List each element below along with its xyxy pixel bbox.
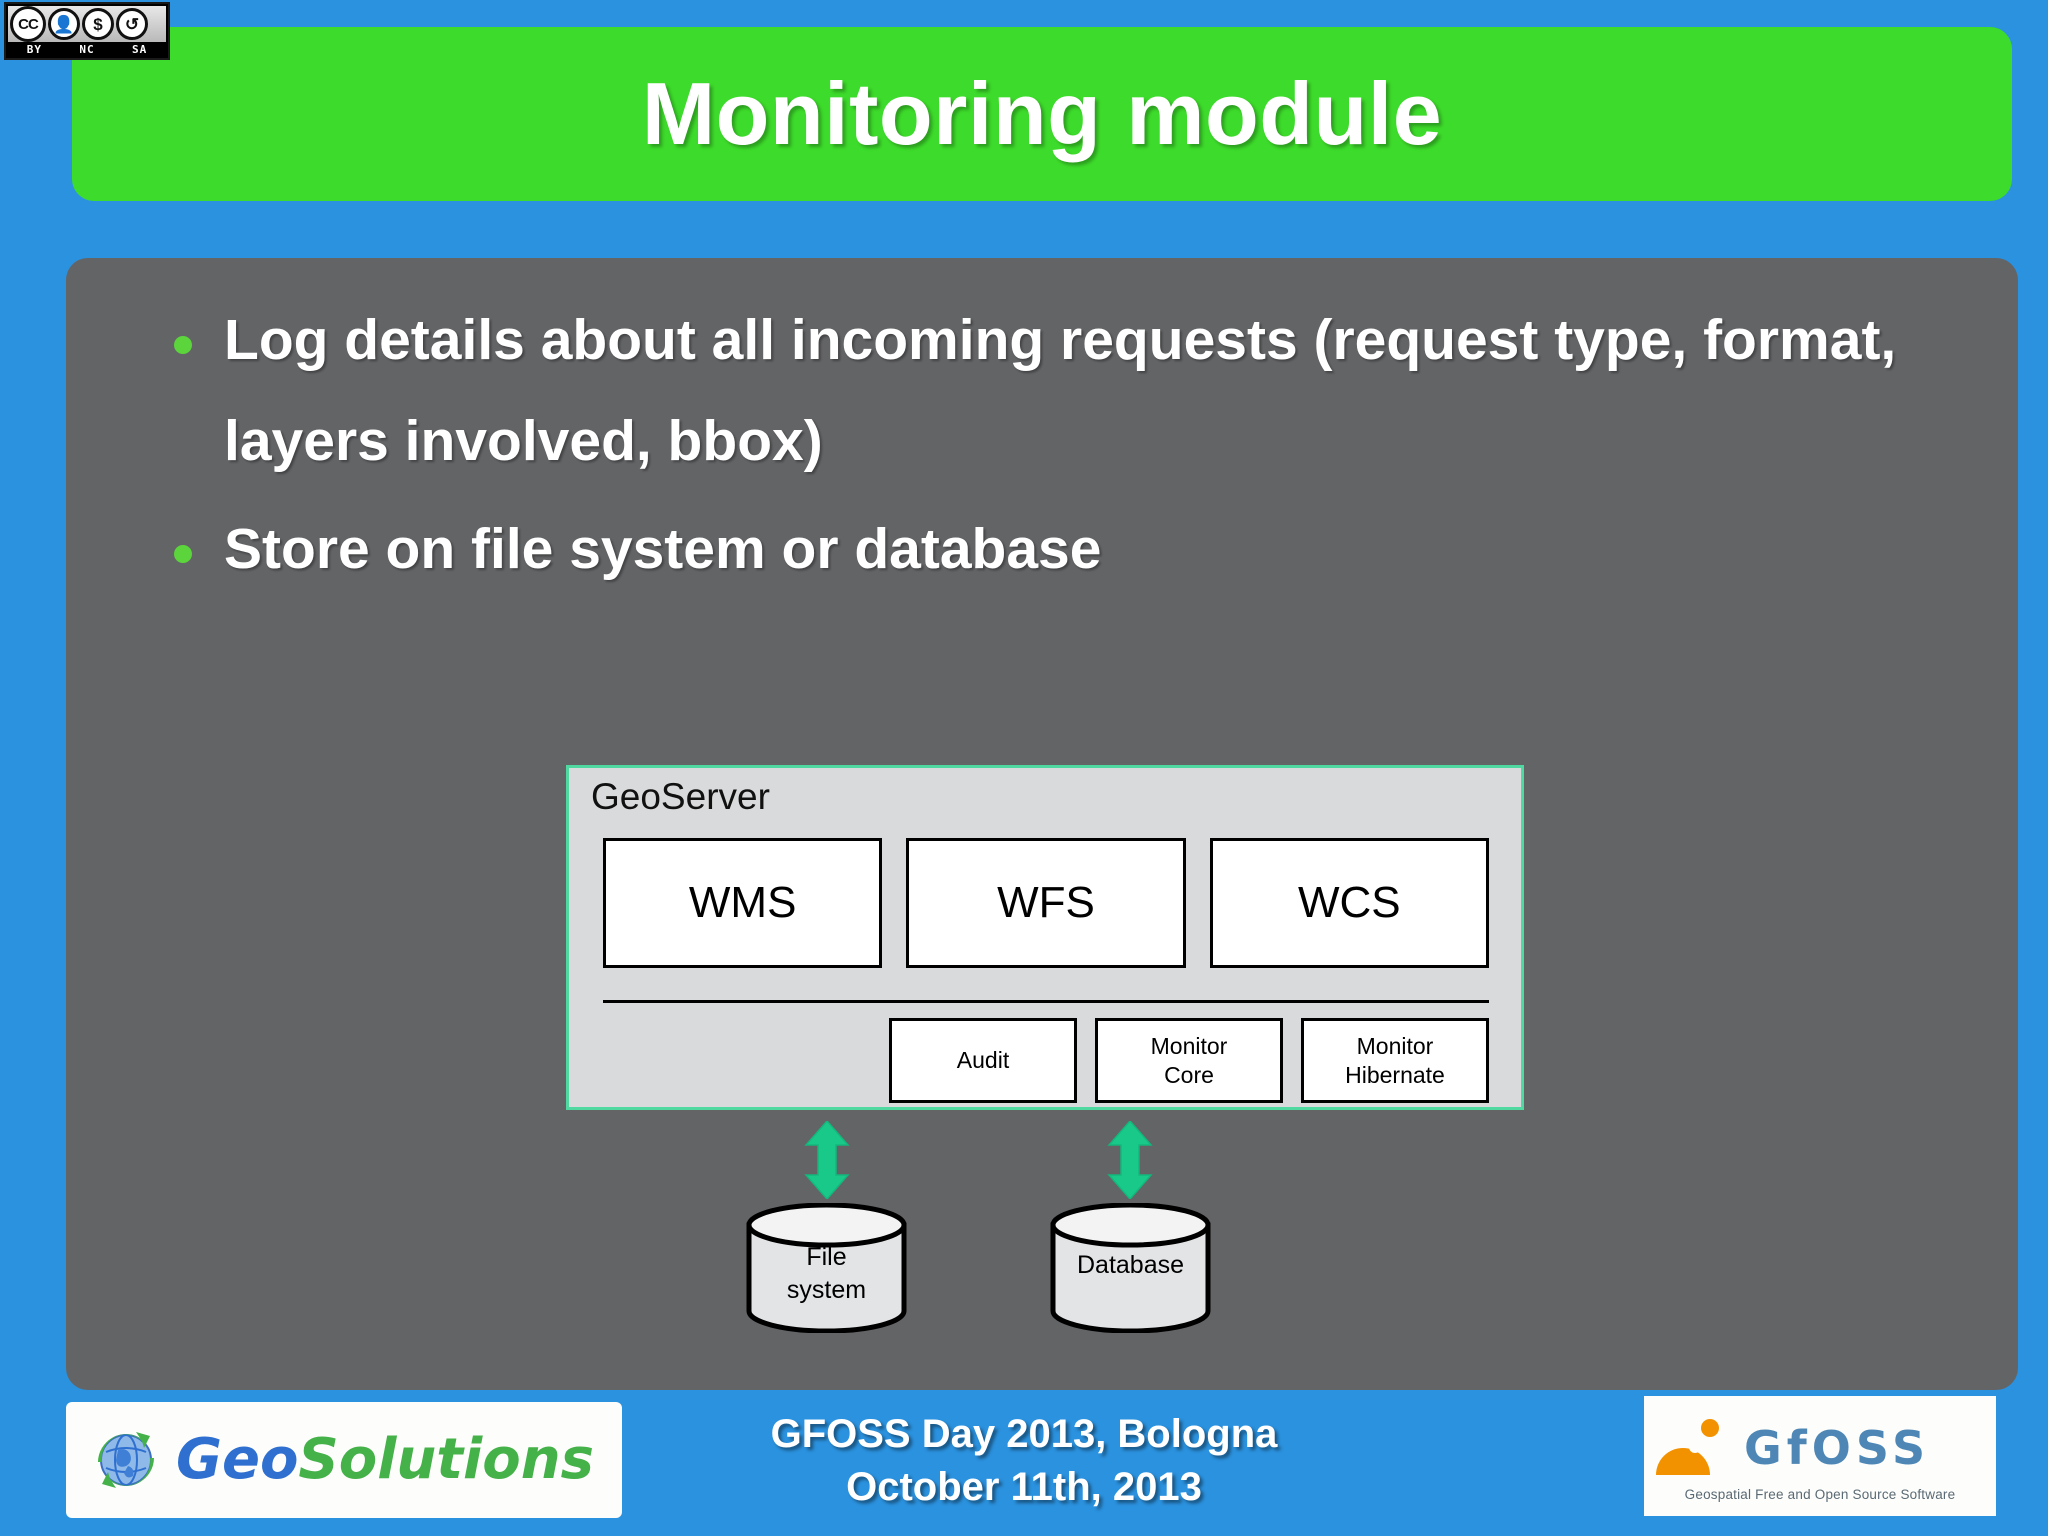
module-box-audit: Audit [889, 1018, 1077, 1103]
service-box-wcs: WCS [1209, 838, 1489, 968]
event-line-2: October 11th, 2013 [846, 1464, 1202, 1509]
cc-term-by: BY [26, 42, 42, 56]
geosolutions-logo[interactable]: GeoSolutions [66, 1402, 622, 1518]
double-arrow-icon-database [1107, 1121, 1153, 1199]
gfoss-logo[interactable]: GfOSS Geospatial Free and Open Source So… [1644, 1396, 1996, 1516]
slide-title-bar: Monitoring module [72, 27, 2012, 201]
page-title: Monitoring module [641, 64, 1443, 163]
bullet-dot-icon [174, 544, 192, 563]
geosolutions-geo: Geo [176, 1427, 299, 1492]
cc-nc-icon: $ [82, 8, 114, 40]
list-item: Store on file system or database [174, 499, 1984, 600]
geosolutions-solutions: Solutions [298, 1427, 594, 1492]
double-arrow-icon-filesystem [804, 1121, 850, 1199]
cc-terms-row: BY NC SA [8, 42, 166, 56]
service-box-row: WMS WFS WCS [603, 838, 1489, 968]
slide-content-panel: Log details about all incoming requests … [66, 258, 2018, 1390]
geoserver-container: GeoServer WMS WFS WCS Audit Monitor Core… [566, 765, 1524, 1110]
store-cylinder-filesystem: File system [744, 1203, 909, 1333]
bullet-dot-icon [174, 336, 192, 354]
globe-icon [88, 1422, 164, 1498]
cc-icon-row: CC 👤 $ ↺ [8, 6, 166, 42]
bullet-list: Log details about all incoming requests … [174, 290, 1984, 606]
gfoss-tagline: Geospatial Free and Open Source Software [1684, 1487, 1956, 1503]
cc-term-nc: NC [79, 42, 95, 56]
bullet-text: Log details about all incoming requests … [224, 308, 1897, 474]
gfoss-wordmark: GfOSS [1744, 1421, 1931, 1476]
service-box-wms: WMS [603, 838, 883, 968]
gfoss-main-row: GfOSS [1654, 1412, 1986, 1484]
cc-term-sa: SA [132, 42, 148, 56]
creative-commons-badge[interactable]: CC 👤 $ ↺ BY NC SA [4, 2, 170, 60]
cc-logo-icon: CC [10, 6, 46, 42]
list-item: Log details about all incoming requests … [174, 290, 1984, 493]
cc-by-icon: 👤 [48, 8, 80, 40]
gfoss-dome-icon [1654, 1417, 1732, 1479]
store-cylinder-database: Database [1048, 1203, 1213, 1333]
cc-sa-icon: ↺ [116, 8, 148, 40]
module-box-monitor-core: Monitor Core [1095, 1018, 1283, 1103]
event-line-1: GFOSS Day 2013, Bologna [770, 1412, 1278, 1456]
module-box-row: Audit Monitor Core Monitor Hibernate [889, 1018, 1489, 1103]
service-box-wfs: WFS [906, 838, 1186, 968]
bullet-text: Store on file system or database [224, 516, 1102, 581]
geoserver-label: GeoServer [591, 776, 770, 817]
event-info: GFOSS Day 2013, Bologna October 11th, 20… [640, 1408, 1408, 1514]
geosolutions-wordmark: GeoSolutions [176, 1432, 594, 1488]
module-box-monitor-hibernate: Monitor Hibernate [1301, 1018, 1489, 1103]
architecture-diagram: GeoServer WMS WFS WCS Audit Monitor Core… [500, 765, 1524, 1355]
diagram-divider [603, 1000, 1489, 1003]
